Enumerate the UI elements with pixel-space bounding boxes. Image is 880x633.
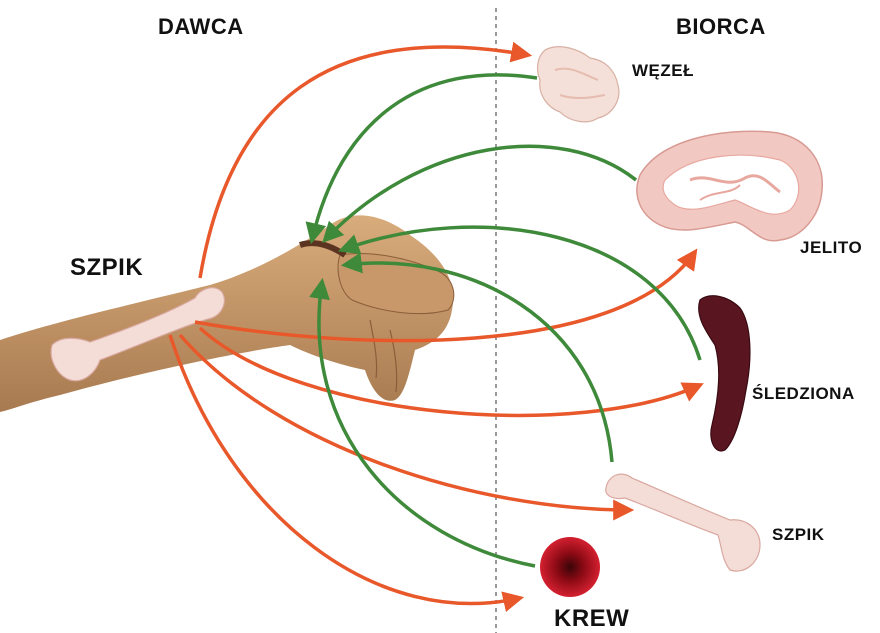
recipient-bone (606, 474, 760, 571)
arrow-from-node (312, 75, 537, 240)
recipient-header: BIORCA (676, 14, 766, 40)
lymph-node (538, 47, 619, 122)
label-node: WĘZEŁ (632, 61, 694, 81)
donor-header: DAWCA (158, 14, 244, 40)
donor-arm (0, 215, 454, 412)
label-blood: KREW (554, 605, 629, 633)
blood-drop (540, 537, 600, 597)
intestine (637, 131, 822, 241)
label-donor-marrow: SZPIK (70, 254, 143, 282)
label-recipient-marrow: SZPIK (772, 525, 825, 545)
label-intestine: JELITO (800, 238, 862, 258)
spleen (699, 296, 750, 451)
label-spleen: ŚLEDZIONA (752, 384, 855, 404)
